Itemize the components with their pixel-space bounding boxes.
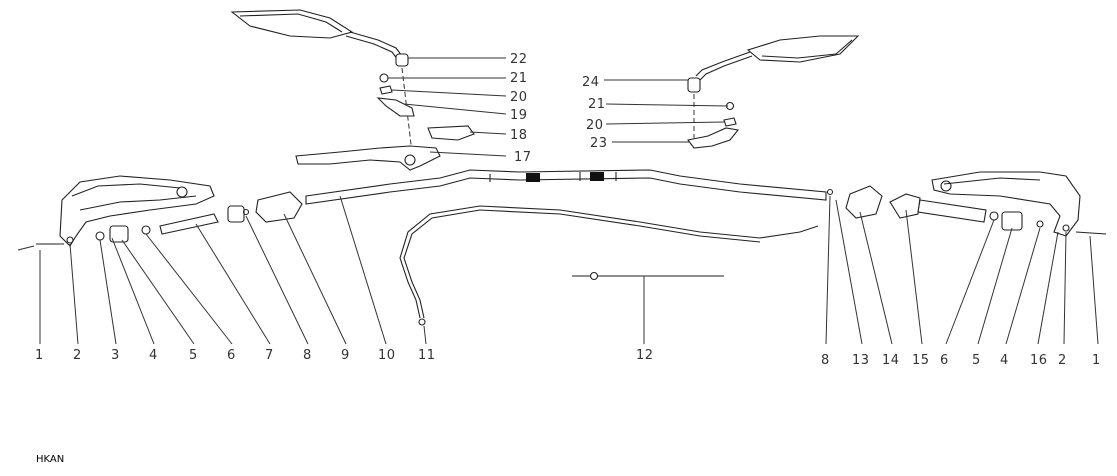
diagram-caption: HKAN [36, 454, 65, 465]
callout-1-right: 1 [1092, 353, 1101, 368]
callout-12: 12 [636, 348, 654, 363]
callout-16: 16 [1030, 353, 1048, 368]
callout-6-right: 6 [940, 353, 949, 368]
left-grip-parts [36, 191, 303, 245]
right-mirror [687, 35, 860, 93]
callout-8-left: 8 [303, 348, 312, 363]
callout-6-left: 6 [227, 348, 236, 363]
leader-lines [17, 57, 1099, 345]
callout-21-left: 21 [510, 71, 528, 86]
callout-20-right: 20 [586, 118, 604, 133]
callout-14: 14 [882, 353, 900, 368]
callout-15: 15 [912, 353, 930, 368]
callout-9: 9 [341, 348, 350, 363]
callout-5-left: 5 [189, 348, 198, 363]
callout-4-right: 4 [1000, 353, 1009, 368]
callout-13: 13 [852, 353, 870, 368]
callout-10: 10 [378, 348, 396, 363]
right-grip-parts [826, 185, 1107, 235]
callout-23: 23 [590, 136, 608, 151]
callout-21-right: 21 [588, 97, 606, 112]
right-lever-assembly [687, 94, 740, 149]
callout-2-left: 2 [73, 348, 82, 363]
callout-11: 11 [418, 348, 436, 363]
callout-17: 17 [514, 150, 532, 165]
callout-20-left: 20 [510, 90, 528, 105]
callout-22: 22 [510, 52, 528, 67]
callout-2-right: 2 [1058, 353, 1067, 368]
left-hand-guard [59, 175, 215, 247]
callout-19: 19 [510, 108, 528, 123]
callout-8-right: 8 [821, 353, 830, 368]
callout-24: 24 [582, 75, 600, 90]
callout-1-left: 1 [35, 348, 44, 363]
callout-5-right: 5 [972, 353, 981, 368]
rod-part-12 [572, 271, 724, 281]
callout-18: 18 [510, 128, 528, 143]
handlebar [305, 169, 827, 205]
callout-7: 7 [265, 348, 274, 363]
throttle-cable [399, 205, 819, 326]
left-lever-assembly [295, 67, 475, 171]
right-hand-guard [931, 171, 1081, 237]
callout-4-left: 4 [149, 348, 158, 363]
left-mirror [230, 9, 409, 67]
callout-3: 3 [111, 348, 120, 363]
callout-labels: 22 21 20 19 18 17 24 21 20 23 1 2 3 4 5 … [35, 52, 1101, 368]
